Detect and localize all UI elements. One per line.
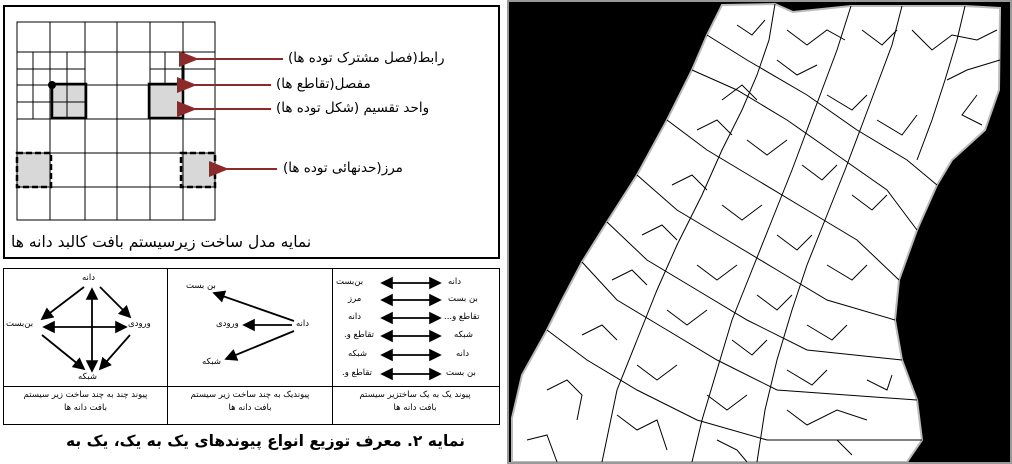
parcel-map-panel [507,0,1012,464]
node-network: شبکه [78,372,97,382]
many-to-many-arrows [40,286,132,373]
joint-dot [179,81,187,89]
caption-line: پیوندیک به چند ساخت زیر سیستم [190,390,310,400]
row-left-label: تقاطع و. [344,330,375,340]
caption-line: بافت دانه ها [228,403,272,413]
panel-caption-text: نمایه مدل ساخت زیرسیستم بافت کالبد دانه … [11,233,312,251]
node-entrance: ورودی [128,319,151,329]
caption-line: بافت دانه ها [393,403,437,413]
row-right-label: دانه [448,277,462,287]
row-left-label: مرز [348,294,362,304]
grid-lines [16,21,216,221]
grid-model-panel: رابط(فصل مشترک توده ها) مفصل(تقاطع ها) و… [3,5,500,259]
row-right-label: تقاطع و... [444,312,480,322]
joint-dot [48,81,56,89]
row-right-label: شبکه [454,330,473,340]
boundary-cell [179,151,217,189]
label-boundary: مرز(حدنهائی توده ها) [283,160,403,176]
node-grain: دانه [82,273,96,283]
row-left-label: شبکه [348,349,367,359]
one-to-one-arrows [380,276,442,381]
row-left-label: بن‌بست [336,277,364,287]
row-right-label: دانه [456,349,470,359]
unit-cell-shaded [147,82,185,120]
figure-title: نمایه ۲. معرف توزیع انواع پیوندهای یک به… [65,432,465,450]
label-joint: مفصل(تقاطع ها) [276,76,371,92]
node-deadend: بن‌بست [6,319,34,329]
panel-caption: نمایه مدل ساخت زیرسیستم بافت کالبد دانه … [11,233,491,257]
row-right-label: بن بست [448,294,478,304]
node-entrance: ورودی [216,319,239,329]
table-divider [4,386,499,387]
row-left-label: تقاطع و. [342,368,373,378]
boundary-cell [15,151,53,189]
grid-diagram [15,21,283,221]
left-figure: رابط(فصل مشترک توده ها) مفصل(تقاطع ها) و… [0,0,505,464]
row-right-label: بن بست [446,368,476,378]
node-grain: دانه [296,319,310,329]
one-to-many-arrows [212,290,295,361]
table-diagrams [40,276,442,381]
caption-line: پیوند یک به یک ساختزیر سیستم [359,390,471,400]
caption-line: بافت دانه ها [64,403,107,413]
linkage-table: دانه بن‌بست ورودی شبکه بن بست ورودی دانه… [3,268,500,425]
caption-one-to-many: پیوندیک به چند ساخت زیر سیستم بافت دانه … [168,389,332,415]
node-deadend: بن بست [186,281,216,291]
parcel-map [511,2,1002,463]
label-unit: واحد تقسیم (شکل توده ها) [276,100,430,116]
label-link: رابط(فصل مشترک توده ها) [288,50,445,66]
table-divider [167,269,168,424]
caption-many-to-many: پیوند چند به چند ساخت زیر سیستم بافت دان… [4,389,167,415]
row-left-label: دانه [348,312,362,322]
caption-line: پیوند چند به چند ساخت زیر سیستم [23,390,148,400]
table-divider [332,269,333,424]
parcel-lines [526,3,1001,463]
caption-one-to-one: پیوند یک به یک ساختزیر سیستم بافت دانه ه… [333,389,497,415]
unit-cell-shaded [50,82,88,120]
district-outline [511,2,1002,463]
node-network: شبکه [202,357,221,367]
